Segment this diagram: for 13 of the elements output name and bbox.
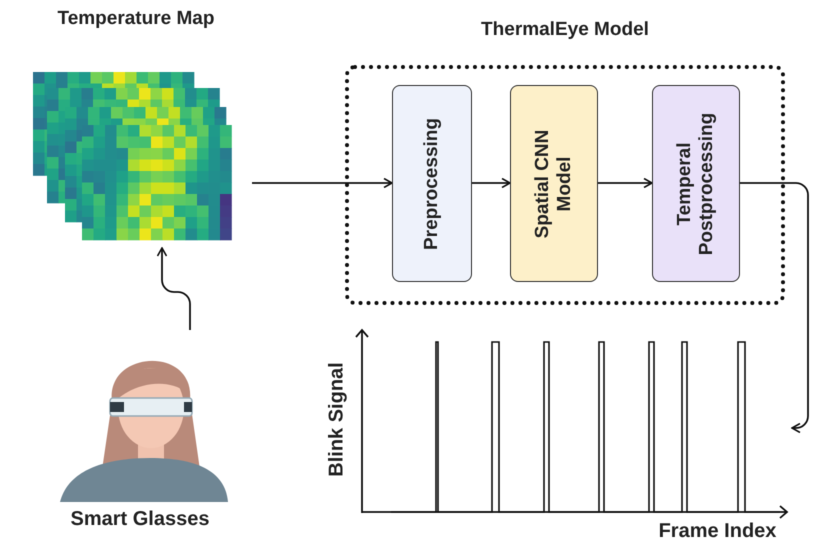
device-caption: Smart Glasses (70, 508, 210, 531)
process-box: Spatial CNN Model (510, 85, 598, 282)
process-box: Preprocessing (392, 85, 472, 282)
image-title: Temperature Map (56, 8, 216, 30)
arrow (156, 247, 191, 330)
arrow (252, 178, 393, 188)
group-title: ThermalEye Model (480, 19, 650, 41)
arrow (598, 178, 653, 188)
axis-title: Frame Index (658, 520, 778, 543)
axis-title: Blink Signal (326, 361, 348, 479)
arrow (740, 182, 809, 434)
process-box: Temperal Postprocessing (652, 85, 740, 282)
arrow (472, 178, 511, 188)
